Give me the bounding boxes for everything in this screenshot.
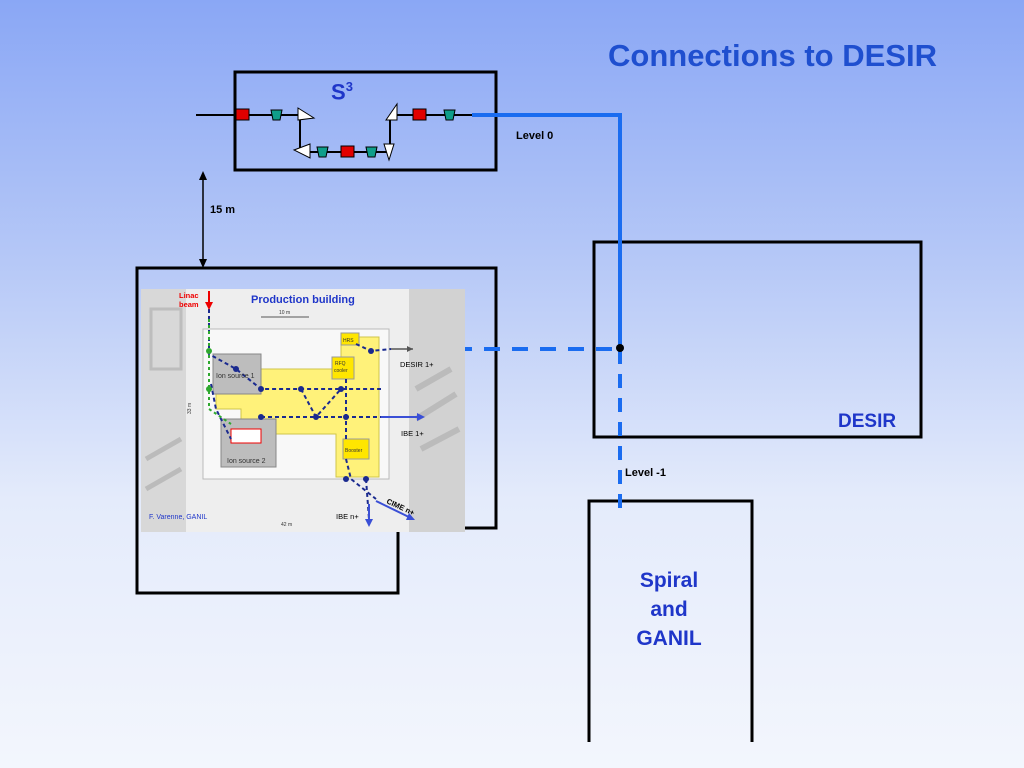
s3-deflector [385,102,398,121]
pb-scale-42m: 42 m [281,522,292,528]
pb-desir-1plus: DESIR 1+ [400,360,434,369]
s3-quadrupole [270,109,283,121]
pb-ibe-nplus: IBE n+ [336,512,359,521]
desir-label: DESIR [838,411,897,432]
desir-box [592,240,923,439]
pb-title: Production building [251,294,355,306]
pb-ibe-1plus: IBE 1+ [401,429,424,438]
pb-scale-10m: 10 m [279,310,290,316]
level-minus1-label: Level -1 [625,467,666,479]
junction-point [616,344,624,352]
spiral-ganil-box [587,499,754,742]
s3-dipole [235,108,250,121]
booster-block [342,438,370,460]
pb-rfq-line1: RFQ [335,361,346,367]
rfq-cooler-block [331,356,355,380]
s3-deflector [292,143,311,159]
level0-beam-line [472,113,622,348]
s3-quadrupole [316,146,329,158]
s3-label: S3 [331,79,353,105]
s3-quadrupole [443,109,456,121]
s3-quadrupole [365,146,378,158]
pb-ion-source-2: Ion source 2 [227,458,266,465]
s3-deflector [297,107,316,121]
s3-deflector [383,143,395,162]
spiral-line-3: GANIL [636,627,702,650]
pb-credit: F. Varenne, GANIL [149,514,207,521]
pb-scale-33m: 33 m [187,403,193,414]
s3-name: S [331,79,346,105]
s3-box [233,70,498,172]
hrs-block [340,332,360,346]
distance-label: 15 m [210,204,236,216]
level0-label: Level 0 [516,130,554,142]
spiral-ganil-label: Spiral and GANIL [610,566,728,653]
distance-arrow [199,171,207,268]
pb-booster: Booster [345,448,363,454]
pb-linac-line2: beam [179,300,199,309]
pb-hrs: HRS [343,338,354,344]
pb-ion-source-1: Ion source 1 [216,373,255,380]
spiral-line-2: and [650,598,688,621]
s3-superscript: 3 [345,79,353,94]
s3-dipole [340,145,355,158]
pb-rfq-line2: cooler [334,368,348,374]
cime-nplus-arrow [375,500,414,520]
spiral-line-1: Spiral [639,569,699,592]
slide-title: Connections to DESIR [608,38,937,73]
pb-linac-line1: Linac [179,291,199,300]
s3-dipole [412,108,427,121]
